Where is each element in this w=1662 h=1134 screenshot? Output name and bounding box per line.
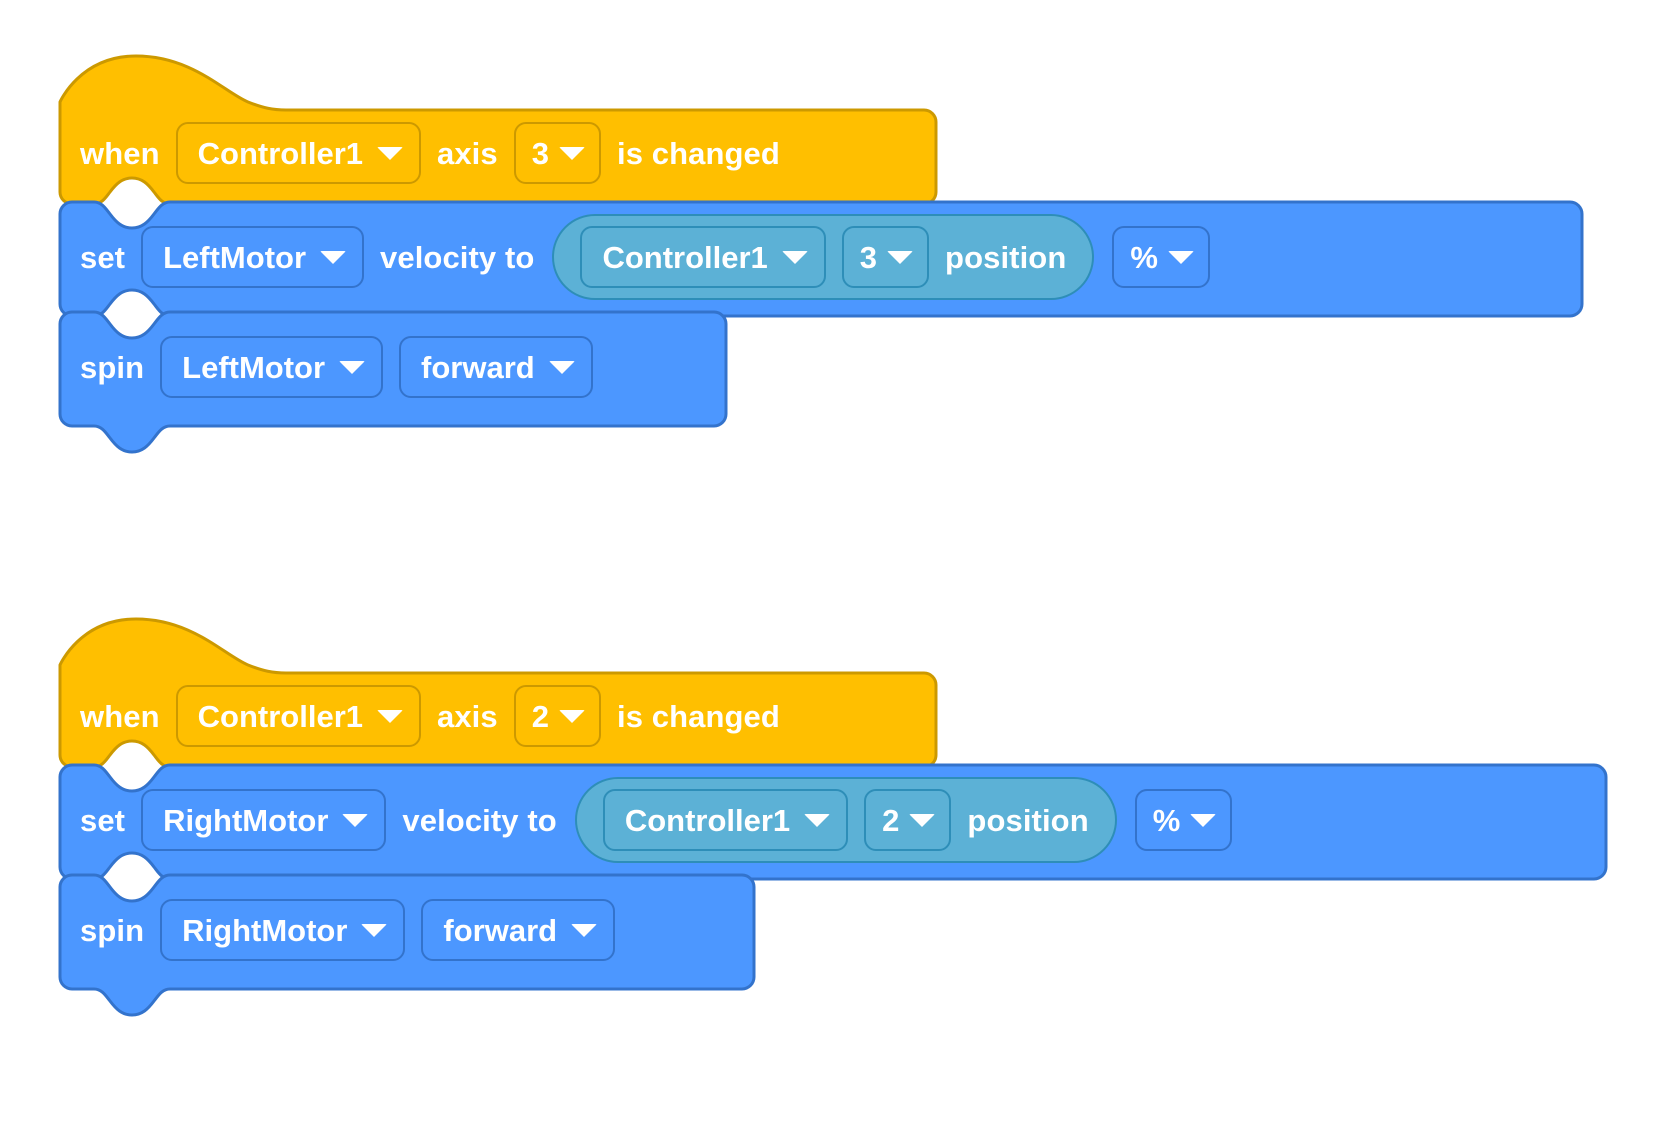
chevron-down-icon [559,709,585,723]
dropdown-spin-direction[interactable]: forward [399,336,593,398]
chevron-down-icon [571,923,598,937]
reporter-controller-axis-position[interactable]: Controller1 3 position [552,214,1095,300]
chevron-down-icon [804,813,831,827]
chevron-down-icon [377,709,403,723]
chevron-down-icon [342,813,369,827]
dropdown-axis-number[interactable]: 2 [513,685,601,747]
dropdown-controller-device[interactable]: Controller1 [175,122,421,184]
block-set-motor-velocity[interactable]: set RightMotor velocity to Controller1 2 [58,763,1608,881]
block-label-is-changed: is changed [617,135,780,171]
dropdown-reporter-controller[interactable]: Controller1 [602,789,849,851]
dropdown-motor-name[interactable]: RightMotor [141,789,387,851]
dropdown-reporter-axis[interactable]: 2 [864,789,952,851]
block-spin-motor[interactable]: spin LeftMotor forward [58,310,728,454]
dropdown-reporter-controller[interactable]: Controller1 [580,226,826,288]
block-label-axis: axis [437,135,498,171]
chevron-down-icon [548,360,575,374]
dropdown-velocity-units[interactable]: % [1112,226,1210,288]
chevron-down-icon [781,250,808,264]
block-label-set: set [80,239,126,275]
script-stack-right-motor[interactable]: when Controller1 axis 2 is changed set [58,607,1608,1017]
reporter-label-position: position [945,239,1067,275]
dropdown-spin-motor-name[interactable]: RightMotor [160,899,406,961]
dropdown-spin-direction[interactable]: forward [421,899,616,961]
dropdown-spin-motor-name[interactable]: LeftMotor [160,336,384,398]
block-label-axis: axis [437,698,498,734]
dropdown-controller-device[interactable]: Controller1 [175,685,421,747]
block-label-spin: spin [80,349,145,385]
reporter-label-position: position [967,802,1089,838]
script-stack-left-motor[interactable]: when Controller1 axis 3 is changed set [58,44,1584,454]
chevron-down-icon [909,813,936,827]
chevron-down-icon [377,146,403,160]
dropdown-reporter-axis[interactable]: 3 [841,226,930,288]
reporter-controller-axis-position[interactable]: Controller1 2 position [574,777,1117,863]
dropdown-axis-number[interactable]: 3 [513,122,601,184]
dropdown-motor-name[interactable]: LeftMotor [141,226,365,288]
block-spin-motor[interactable]: spin RightMotor forward [58,873,756,1017]
block-label-is-changed: is changed [617,698,780,734]
block-label-velocity-to: velocity to [402,802,557,838]
block-label-when: when [80,698,160,734]
dropdown-velocity-units[interactable]: % [1134,789,1233,851]
block-when-controller-axis-changed[interactable]: when Controller1 axis 3 is changed [58,44,938,206]
block-when-controller-axis-changed[interactable]: when Controller1 axis 2 is changed [58,607,938,769]
chevron-down-icon [1190,813,1217,827]
chevron-down-icon [887,250,914,264]
block-label-set: set [80,802,126,838]
chevron-down-icon [361,923,388,937]
block-label-when: when [80,135,160,171]
block-label-velocity-to: velocity to [380,239,535,275]
chevron-down-icon [339,360,366,374]
block-set-motor-velocity[interactable]: set LeftMotor velocity to Controller1 3 [58,200,1584,318]
chevron-down-icon [320,250,347,264]
chevron-down-icon [1167,250,1194,264]
block-label-spin: spin [80,912,145,948]
chevron-down-icon [559,146,585,160]
